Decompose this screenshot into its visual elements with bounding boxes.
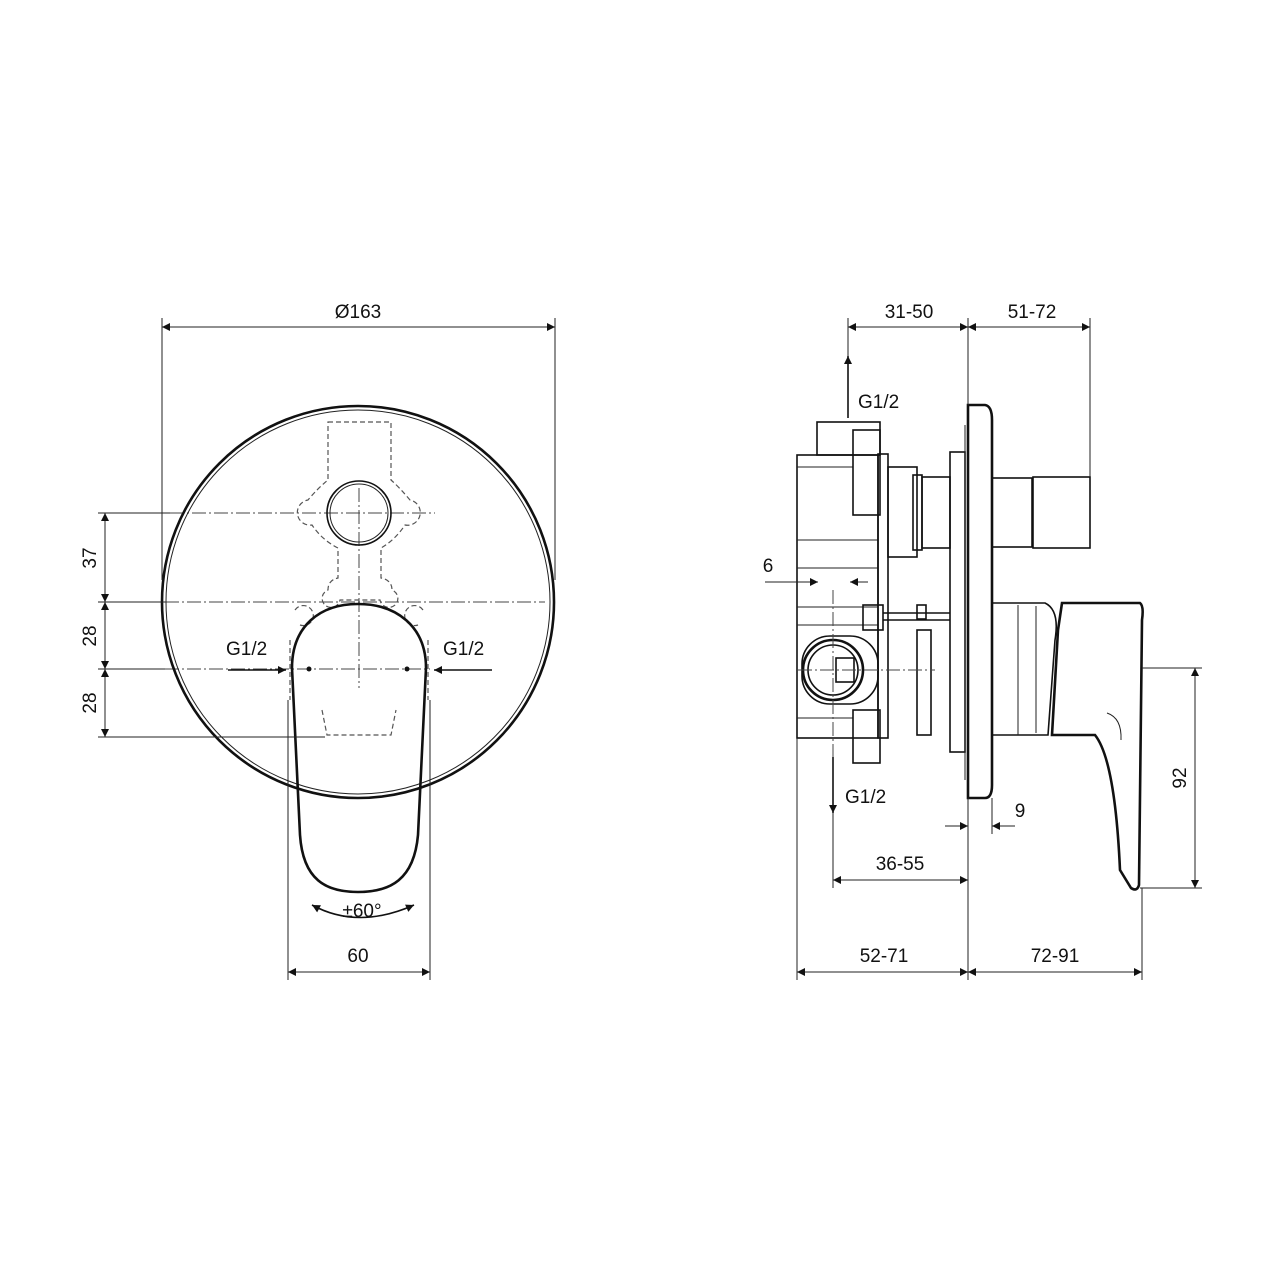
inlet-right-label: G1/2 [443,639,484,660]
top-fitting-body [852,429,881,516]
side-view: G1/2 G1/2 31-50 51-72 6 9 36-55 52-71 72… [763,302,1202,980]
mounting-dot [306,666,312,672]
hidden-recess [321,709,397,736]
dim-31-50-label: 31-50 [885,302,934,323]
diameter-label: Ø163 [335,302,381,323]
dim-36-55-label: 36-55 [876,854,925,875]
diverter-knob [1032,476,1091,549]
dim-51-72-label: 51-72 [1008,302,1057,323]
inlet-left-label: G1/2 [226,639,267,660]
cartridge [887,466,918,558]
dim-37-label: 37 [80,547,101,568]
sleeve [916,629,932,736]
cover-plate-side [966,403,994,800]
cartridge-opening-inner [329,483,389,543]
front-view: G1/2 G1/2 Ø163 37 28 28 ±60° 60 [80,302,556,980]
handle-body [991,602,1058,736]
diverter-fitting [862,604,884,631]
lever-handle [290,602,428,894]
mounting-dot [404,666,410,672]
bottom-outlet-fitting [852,709,881,764]
handle-lever [1050,601,1144,891]
outlet-bottom-label: G1/2 [845,787,886,808]
mounting-plate [877,453,889,739]
dim-28-lower-label: 28 [80,692,101,713]
dim-6-label: 6 [763,556,774,577]
rotation-label: ±60° [342,901,381,922]
inlet-fitting [798,635,935,705]
dim-28-upper-label: 28 [80,625,101,646]
outlet-top-label: G1/2 [858,392,899,413]
hidden-box-outline [296,421,421,608]
handle-width-label: 60 [347,946,368,967]
dim-52-71-label: 52-71 [860,946,909,967]
cartridge-stem [921,476,951,549]
dim-72-91-label: 72-91 [1031,946,1080,967]
flange [949,451,966,753]
cartridge-opening [326,480,392,546]
cover-plate-inner-edge [165,409,551,795]
dim-9-label: 9 [1015,801,1026,822]
top-outlet-fitting [816,421,881,456]
dim-92-label: 92 [1170,767,1191,788]
diverter-stem [991,477,1033,548]
rotation-arrow [311,904,415,919]
